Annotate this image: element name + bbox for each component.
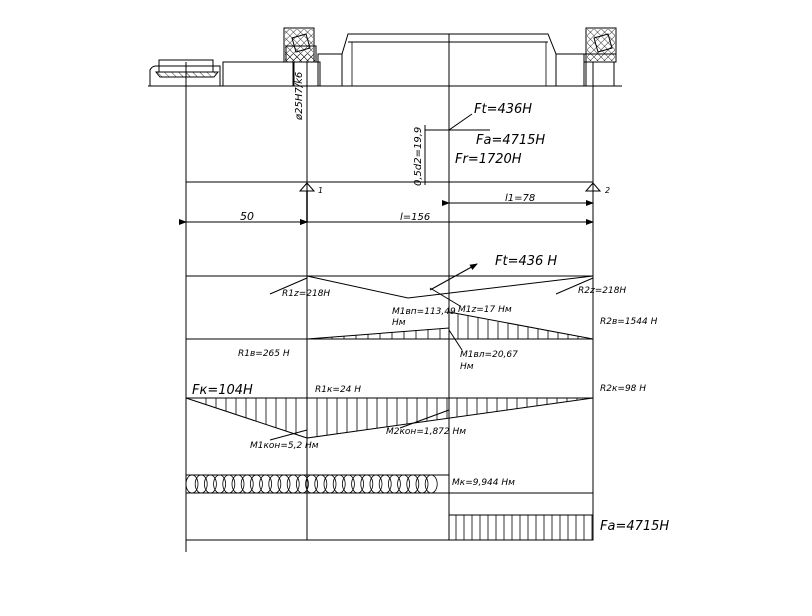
spacer-left [317,53,343,87]
torque-coil [185,474,199,494]
ft-mid-arrow [429,263,478,291]
bearing-right-hatch [587,29,615,61]
torque-coil [351,474,365,494]
moment-b-left-hatch [319,329,441,339]
moment-z-diagram [306,275,594,299]
torque-coil [249,474,263,494]
torque-coil [378,474,392,494]
torque-coil [277,474,291,494]
coupling-hatch [154,71,220,78]
bearing-right-roller [593,33,613,53]
r2z-label: R2z=218H [578,286,626,296]
bearing-left-inner-hatch [287,54,315,62]
torque-coils [185,474,438,494]
fa-bottom-label: Fa=4715H [600,519,669,534]
diagram-separators [186,181,593,541]
gear-forces: Ft=436H Fa=4715H Fr=1720H 0,5d2=19,9 ø25… [294,72,545,186]
torque-coil [194,474,208,494]
supports: 1 2 [298,182,610,222]
torque-coil [406,474,420,494]
r1k-label: R1к=24 H [315,385,361,395]
fk-label: Fк=104H [192,383,253,398]
torque-coil [213,474,227,494]
shaft-step-left [222,61,294,87]
torque-coil [332,474,346,494]
torque-coil [240,474,254,494]
torque-coil [341,474,355,494]
torque-coil [268,474,282,494]
m1bp-unit: Hм [392,318,406,328]
torque-coil [397,474,411,494]
moment-vertical-plane: Ft=436 H R1z=218H R2z=218H M1z=17 Hм [269,254,626,315]
torque-coil [323,474,337,494]
torque-coil [231,474,245,494]
moment-coupling-plane: Fк=104H R1к=24 H R2к=98 H M1кон=5,2 Hм M… [185,383,646,451]
r2b-label: R2в=1544 H [600,317,658,327]
support-1-label: 1 [318,186,323,195]
moment-k-right [306,397,594,439]
torque-coil [360,474,374,494]
ft-top-label: Ft=436H [474,102,532,117]
m1kon-label: M1кон=5,2 Hм [250,441,319,451]
shaft-assembly [148,27,622,87]
torque-coil [387,474,401,494]
torque-diagram: Mк=9,944 Hм [185,474,515,494]
reference-lines [185,34,594,552]
torque-coil [369,474,383,494]
r2k-label: R2к=98 H [600,384,646,394]
m1bp-label: M1вп=113,49 [392,307,456,317]
axial-force-diagram: Fa=4715H [448,514,669,541]
torque-coil [259,474,273,494]
r1b-label: R1в=265 H [238,349,290,359]
torque-coil [222,474,236,494]
support-2-label: 2 [605,186,610,195]
torque-coil [203,474,217,494]
torque-coil [424,474,438,494]
r2z-arrow [555,277,594,295]
ft-leader [448,113,473,131]
torque-coil [314,474,328,494]
m1bl-leader [448,329,463,351]
m1z-leader [429,287,461,307]
coupling-body [149,65,221,86]
axial-force-hatch [455,515,593,540]
moment-b-right-hatch [457,314,579,339]
m1bl-unit: Hм [460,362,474,372]
m2kon-leader [399,409,450,429]
dimensions: l1=78 50 l=156 [179,193,594,225]
moment-k-left-hatch [205,398,297,434]
moment-b-right [448,311,594,340]
dim-l1-label: l1=78 [505,193,535,204]
m1kon-leader [269,429,308,441]
m1bl-label: M1вл=20,67 [460,350,518,360]
torque-coil [305,474,319,494]
dim-overhang-label: 50 [240,210,254,223]
torque-coil [295,474,309,494]
half-diameter-label: 0,5d2=19,9 [413,127,424,186]
moment-k-left [185,397,308,439]
dim-span-label: l=156 [400,212,430,223]
shaft-step-bearing-right [585,61,615,87]
ft-mid-label: Ft=436 H [495,254,557,269]
axial-force-block [448,514,594,541]
bearing-left-roller [291,33,311,53]
torque-coil [286,474,300,494]
fa-top-label: Fa=4715H [476,133,545,148]
spacer-right [555,53,585,87]
m2kon-label: M2кон=1,872 Hм [386,427,466,437]
fr-top-label: Fr=1720H [455,152,522,167]
fit-label: ø25H7/k6 [294,72,305,121]
torque-coil [415,474,429,494]
r1z-arrow [269,277,308,295]
mk-label: Mк=9,944 Hм [452,478,515,488]
r1z-label: R1z=218H [282,289,330,299]
m1z-label: M1z=17 Hм [458,305,512,315]
moment-horizontal-plane: M1вп=113,49 Hм M1вл=20,67 Hм R1в=265 H R… [238,307,658,372]
support-2-symbol [584,182,602,192]
moment-k-right-hatch [316,398,578,437]
